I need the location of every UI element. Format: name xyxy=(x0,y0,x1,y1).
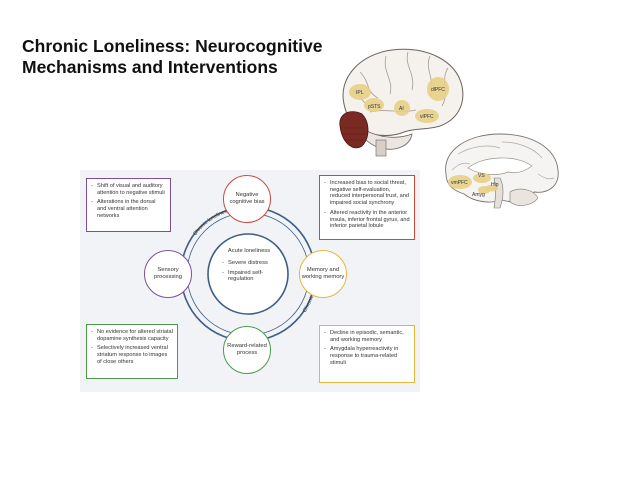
list-item: No evidence for altered striatal dopamin… xyxy=(91,329,173,342)
vs-region xyxy=(473,173,491,183)
ai-label: AI xyxy=(399,106,404,112)
list-item: Amygdala hyperreactivity in response to … xyxy=(324,346,410,366)
psts-label: pSTS xyxy=(368,104,381,110)
list-item: Shift of visual and auditory attention t… xyxy=(91,183,166,196)
memory-findings-box: Decline in episodic, semantic, and worki… xyxy=(319,325,415,383)
negative-bias-findings-box: Increased bias to social threat, negativ… xyxy=(319,175,415,240)
vmpfc-label: vmPFC xyxy=(451,180,468,186)
loneliness-diagram: Chronic loneliness Chronic loneliness Sh… xyxy=(80,170,420,392)
list-item: Altered reactivity in the anterior insul… xyxy=(324,210,410,230)
ring-label-upper: Chronic loneliness xyxy=(192,208,230,237)
list-item: Decline in episodic, semantic, and worki… xyxy=(324,330,410,343)
node-reward-related-process: Reward-related process xyxy=(223,326,271,374)
ai-region xyxy=(394,100,410,116)
vlpfc-label: vlPFC xyxy=(420,114,434,120)
list-item: Impaired self-regulation xyxy=(222,270,282,284)
dlpfc-region xyxy=(427,77,449,101)
hip-label: Hip xyxy=(491,182,499,188)
list-item: Selectively increased ventral striatum r… xyxy=(91,345,173,365)
medial-brain-illustration: VS vmPFC Amyg Hip xyxy=(445,133,559,209)
ipl-label: IPL xyxy=(356,90,364,96)
amyg-label: Amyg xyxy=(472,192,485,198)
lateral-brain-illustration: IPL pSTS dlPFC AI vlPFC xyxy=(339,48,464,157)
vmpfc-region xyxy=(448,175,472,189)
vs-label: VS xyxy=(478,173,485,179)
node-negative-cognitive-bias: Negative cognitive bias xyxy=(223,175,271,223)
vlpfc-region xyxy=(415,109,439,123)
list-item: Increased bias to social threat, negativ… xyxy=(324,180,410,207)
reward-findings-box: No evidence for altered striatal dopamin… xyxy=(86,324,178,379)
acute-loneliness-block: Acute loneliness Severe distress Impaire… xyxy=(216,248,282,286)
ipl-region xyxy=(349,84,371,100)
list-item: Severe distress xyxy=(222,260,282,267)
dlpfc-label: dlPFC xyxy=(431,87,445,93)
list-item: Alterations in the dorsal and ventral at… xyxy=(91,199,166,219)
hip-region xyxy=(486,184,498,192)
node-sensory-processing: Sensory processing xyxy=(144,250,192,298)
page-title: Chronic Loneliness: Neurocognitive Mecha… xyxy=(22,36,323,77)
psts-region xyxy=(364,98,384,112)
center-title: Acute loneliness xyxy=(227,248,271,254)
sensory-findings-box: Shift of visual and auditory attention t… xyxy=(86,178,171,232)
node-memory-working-memory: Memory and working memory xyxy=(299,250,347,298)
